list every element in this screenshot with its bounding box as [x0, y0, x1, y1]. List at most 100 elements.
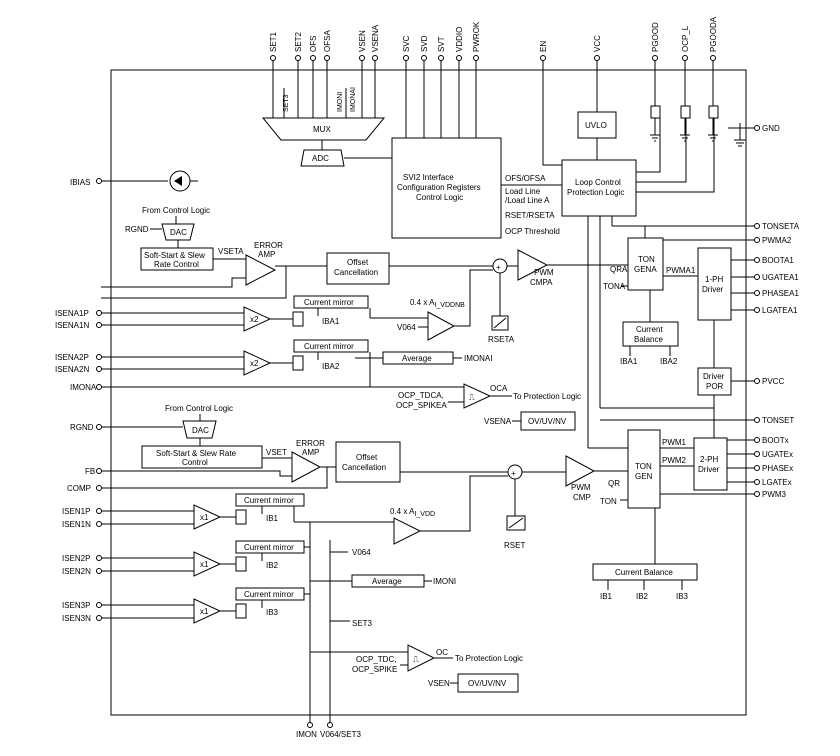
- rail-b-x1-amp1: [193, 504, 222, 530]
- rail-b-dac-label: DAC: [192, 426, 209, 435]
- rail-a-gain: 0.4 x AI_VDDNB: [410, 298, 465, 309]
- uvlo-label: UVLO: [585, 121, 607, 130]
- right-pin-label: LGATEA1: [762, 306, 798, 315]
- rail-a-ovuvnv-label: OV/UV/NV: [528, 417, 567, 426]
- right-pin-label: PHASEA1: [762, 289, 799, 298]
- left-pin-label: ISENA1N: [55, 321, 89, 330]
- svg-text:+: +: [511, 469, 516, 478]
- left-pin-label: IBIAS: [70, 178, 90, 187]
- right-pin-lgatea1: LGATEA1: [731, 306, 798, 315]
- rail-a-mirror2-label: Current mirror: [304, 342, 354, 351]
- right-pin-tonseta: TONSETA: [612, 222, 800, 231]
- mux-input-set3: SET3: [283, 94, 290, 112]
- rail-a-x2-amp2: [243, 350, 272, 376]
- right-pin-label: BOOTx: [762, 436, 789, 445]
- rail-b-qr: QR: [608, 479, 620, 488]
- left-pin-label: FB: [85, 467, 95, 476]
- right-pin-lgatex: LGATEx: [727, 478, 792, 487]
- rail-b-oc: OC: [436, 648, 448, 657]
- svi2-block: SVI2 Interface Configuration Registers C…: [391, 137, 562, 239]
- rail-a-x2-amp1: [243, 306, 272, 332]
- rail-b-error-amp-2: AMP: [302, 448, 319, 457]
- right-pin-label: PHASEx: [762, 464, 793, 473]
- rail-a-offset-line2: Cancellation: [334, 268, 378, 277]
- top-pin-svt: SVT: [437, 36, 446, 138]
- rail-a-to-protection: To Protection Logic: [513, 392, 581, 401]
- bottom-pin-v064-set3: V064/SET3: [320, 730, 361, 739]
- right-pin-label: PWM3: [762, 490, 787, 499]
- loop-control-line2: Protection Logic: [567, 188, 624, 197]
- right-pin-boota1: BOOTA1: [731, 256, 794, 265]
- top-pin-pwrok: PWROK: [472, 21, 481, 138]
- right-pin-ugatea1: UGATEA1: [731, 273, 799, 282]
- left-pin-label: RGND: [70, 423, 94, 432]
- right-pin-tonset: TONSET: [600, 416, 794, 425]
- rail-a-imonai: IMONAI: [464, 354, 492, 363]
- mux-input-imoni: IMONI: [337, 92, 344, 112]
- rail-b-group: From Control Logic RGND DAC Soft-Start &…: [62, 404, 728, 725]
- rail-a-oca: OCA: [490, 384, 508, 393]
- top-pin-label: SET1: [269, 31, 278, 52]
- rail-b-vsen: VSEN: [428, 679, 450, 688]
- top-pin-set1: SET1: [269, 31, 278, 118]
- rail-b-set3: SET3: [352, 619, 373, 628]
- rail-a-gain-amp: [427, 311, 456, 341]
- mosfet-pgooda: [708, 100, 719, 142]
- rail-a-softstart-line1: Soft-Start & Slew: [144, 251, 205, 260]
- top-pin-label: PGOODA: [709, 16, 718, 52]
- rail-b-softstart-1: Soft-Start & Slew Rate: [156, 449, 237, 458]
- svi2-line3: Control Logic: [416, 193, 463, 202]
- svi2-line1: SVI2 Interface: [403, 173, 454, 182]
- svg-text:+: +: [496, 263, 501, 272]
- rail-a-current-balance: [622, 321, 679, 347]
- top-pin-group: SET1 SET2 OFS OFSA VSEN VSENA SVC SVD: [269, 16, 718, 166]
- rail-b-pwm2: PWM2: [662, 456, 687, 465]
- rail-a-oca-cmp: [463, 383, 492, 409]
- rail-a-vset: VSETA: [218, 247, 244, 256]
- right-pin-ugatex: UGATEx: [727, 450, 793, 459]
- right-pin-pvcc: PVCC: [731, 377, 784, 386]
- rail-b-ton-gen: [627, 429, 661, 509]
- rail-a-cb-1: Current: [636, 325, 663, 334]
- rail-b-v064: V064: [352, 548, 371, 557]
- top-pin-vsen: VSEN: [358, 30, 367, 118]
- rail-b-pwm1: PWM1: [662, 438, 687, 447]
- top-pin-label: VSENA: [371, 24, 380, 52]
- rail-a-ocp-1: OCP_TDCA,: [398, 391, 444, 400]
- rail-a-driver-1: 1-PH: [705, 275, 723, 284]
- rail-a-rgnd-label: RGND: [125, 225, 149, 234]
- rail-a-cb-iba2: IBA2: [660, 357, 678, 366]
- rail-a-cb-2: Balance: [634, 335, 663, 344]
- rail-a-ton-gen-1: TON: [638, 255, 655, 264]
- rail-b-imoni: IMONI: [433, 577, 456, 586]
- rail-a-pwm-cmp: [517, 249, 549, 281]
- rail-b-ib2: IB2: [266, 561, 279, 570]
- rail-b-driver: [693, 437, 728, 491]
- rail-b-oc-cmp: [407, 644, 436, 672]
- left-pin-label: ISEN1N: [62, 520, 91, 529]
- left-pin-label: ISEN3P: [62, 601, 90, 610]
- rail-b-mirror3-label: Current mirror: [244, 590, 294, 599]
- left-pin-label: COMP: [67, 484, 91, 493]
- svi2-out-ofs: OFS/OFSA: [505, 174, 546, 183]
- rail-b-x1-label: x1: [200, 560, 209, 569]
- open-drain-group: [650, 100, 719, 142]
- rail-a-error-amp-1: ERROR: [254, 241, 283, 250]
- top-pin-vcc: VCC: [593, 35, 602, 112]
- left-pin-label: ISENA2P: [55, 353, 89, 362]
- left-pin-label: ISEN3N: [62, 614, 91, 623]
- rail-a-iba2: IBA2: [322, 362, 340, 371]
- left-pin-label: ISEN2N: [62, 567, 91, 576]
- rail-b-average-label: Average: [372, 577, 402, 586]
- bottom-pin-imon: IMON: [296, 730, 317, 739]
- rail-a-vsena: VSENA: [484, 417, 512, 426]
- rail-a-mirror1-label: Current mirror: [304, 298, 354, 307]
- top-pin-label: SVD: [420, 35, 429, 52]
- right-pin-label: PVCC: [762, 377, 784, 386]
- rail-b-ib3: IB3: [266, 608, 279, 617]
- left-pin-label: ISEN1P: [62, 507, 90, 516]
- top-pin-label: OFSA: [323, 30, 332, 52]
- rail-b-from-control: From Control Logic: [165, 404, 233, 413]
- rail-b-x1-amp3: [193, 598, 222, 624]
- rail-a-cb-iba1: IBA1: [620, 357, 638, 366]
